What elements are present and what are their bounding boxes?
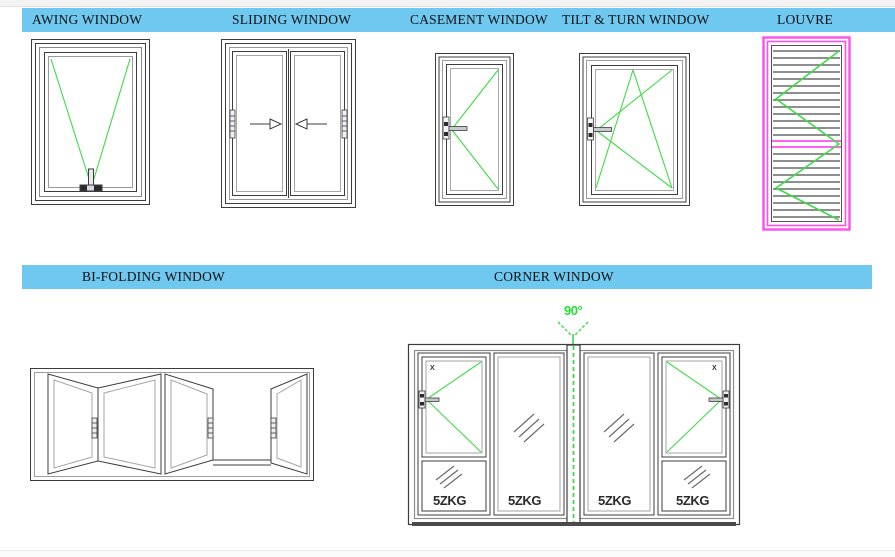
figure-awning-window [30,38,155,208]
corner-panel-2: 5ZKG [493,352,565,516]
corner-sill-shadow [412,522,736,526]
sliding-handle-right [341,109,348,139]
louvre-operation-symbol [774,50,841,221]
louvre-blades [773,50,840,218]
corner-panel-label-1: 5ZKG [433,493,466,508]
header-label-tilt-turn: TILT & TURN WINDOW [562,12,710,27]
corner-handle-left [418,390,440,409]
bifold-link-rail [213,459,271,466]
corner-sash-swing-right [666,361,722,453]
corner-handle-right [708,390,730,409]
figure-corner-window: 90° [406,300,746,532]
header-label-bi-folding: BI-FOLDING WINDOW [82,269,226,284]
bifold-panel-1 [47,373,99,475]
figure-tilt-turn-window [578,52,692,208]
row2-header-bar: BI-FOLDING WINDOW CORNER WINDOW [22,265,872,289]
corner-panel-1: X 5ZKG [417,352,491,516]
awning-handle [79,168,103,192]
corner-joint-mullion [566,344,581,525]
figure-bi-folding-window [28,366,318,488]
bifold-panel-2 [97,373,162,475]
awning-swing-symbol [50,58,131,183]
corner-panel-label-2: 5ZKG [508,493,541,508]
tilt-turn-handle [587,117,612,141]
casement-handle [442,116,468,140]
tilt-turn-swing-symbol [595,69,673,189]
figure-sliding-window [220,38,360,210]
glass-hatch-3 [603,413,635,443]
page-top-edge [0,0,895,7]
casement-swing-symbol [451,69,499,190]
bifold-handle-1 [91,417,98,439]
corner-panel-label-4: 5ZKG [676,493,709,508]
header-label-louvre: LOUVRE [777,12,833,27]
header-label-sliding: SLIDING WINDOW [232,12,352,27]
slide-direction-arrows [250,118,327,130]
corner-angle-annotation: 90° [557,303,589,348]
glass-hatch-4 [683,465,711,489]
corner-panel-label-3: 5ZKG [598,493,631,508]
corner-sash-swing-left [426,361,482,453]
corner-sash-mark-right: X [712,365,717,372]
bifold-handle-3 [270,417,277,439]
corner-sash-mark-left: X [430,365,435,372]
corner-panel-3: 5ZKG [583,352,655,516]
figure-casement-window [434,52,516,208]
corner-angle-label: 90° [564,303,582,318]
corner-panel-4: X 5ZKG [657,352,731,516]
figure-louvre-window [762,36,852,232]
bifold-panel-3 [164,373,214,475]
sliding-handle-left [229,109,236,139]
page-bottom-edge [0,550,895,557]
row1-header-bar: AWING WINDOW SLIDING WINDOW CASEMENT WIN… [22,8,895,32]
glass-hatch-2 [513,413,545,443]
louvre-mid-rail [772,140,841,148]
header-label-casement: CASEMENT WINDOW [410,12,548,27]
bifold-handle-2 [207,417,214,439]
header-label-awning: AWING WINDOW [32,12,143,27]
header-label-corner: CORNER WINDOW [494,269,614,284]
glass-hatch-1 [435,465,463,489]
